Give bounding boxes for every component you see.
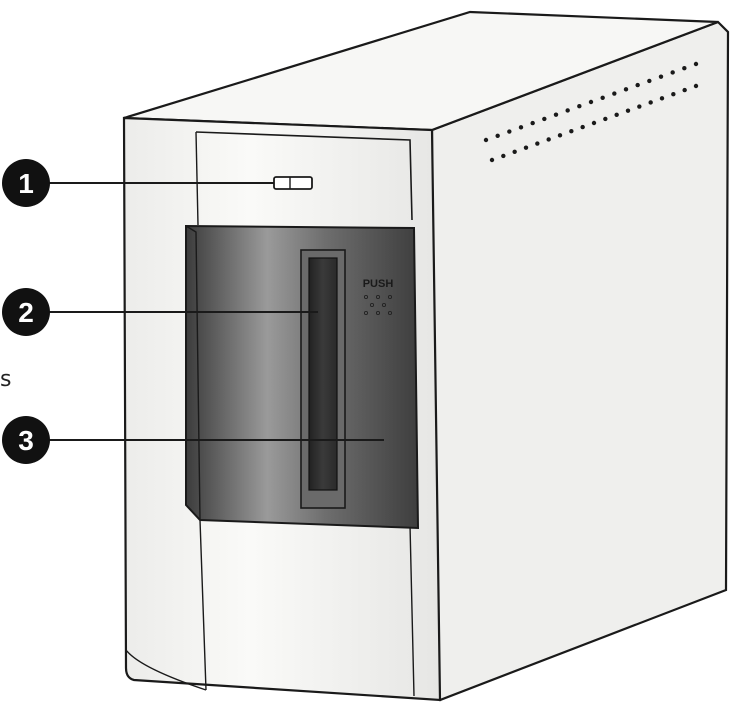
vent-hole (530, 120, 535, 126)
vent-hole (648, 100, 653, 105)
vent-hole (495, 133, 500, 138)
vent-hole (612, 91, 617, 96)
push-dot (375, 310, 381, 316)
vent-hole (647, 78, 652, 84)
vent-hole (671, 92, 676, 97)
push-dot (375, 294, 381, 300)
door-left-edge (185, 225, 201, 521)
vent-hole (625, 108, 631, 113)
edge-text-fragment: s (0, 367, 11, 392)
callout-number-1: 1 (18, 168, 34, 199)
push-dot (387, 310, 393, 316)
front-bezel-left (195, 131, 199, 226)
vent-hole (542, 116, 547, 122)
vent-holes (483, 61, 699, 163)
vent-hole (635, 82, 640, 88)
vent-hole (489, 157, 495, 163)
vent-hole (614, 112, 619, 117)
callout-badge-2: 2 (2, 288, 50, 336)
vent-hole (577, 104, 582, 109)
front-lower-bezel (199, 519, 415, 697)
power-indicator-led (273, 176, 313, 190)
film-insertion-slot (300, 249, 346, 509)
callout-badge-1: 1 (2, 159, 50, 207)
vent-hole (637, 104, 642, 109)
front-bottom-edge (125, 649, 207, 691)
push-dot (381, 302, 387, 308)
vent-hole (588, 99, 594, 105)
device-side-panel (430, 20, 730, 702)
vent-hole (501, 153, 506, 159)
vent-hole (693, 83, 699, 89)
vent-hole (553, 112, 559, 117)
callout-number-2: 2 (18, 297, 34, 328)
vent-hole (580, 124, 585, 130)
vent-hole (565, 108, 570, 113)
vent-hole (670, 70, 675, 75)
vent-hole (518, 125, 524, 130)
vent-hole (682, 66, 687, 71)
vent-hole (569, 129, 574, 134)
vent-hole (603, 116, 608, 122)
callout-number-3: 3 (18, 425, 34, 456)
vent-hole (682, 87, 687, 93)
vent-hole (658, 74, 664, 79)
vent-hole (623, 87, 629, 92)
push-dot (363, 310, 369, 316)
push-dot (363, 294, 369, 300)
vent-hole (546, 137, 551, 142)
push-label: PUSH (363, 278, 394, 290)
front-bezel-line (195, 131, 413, 221)
vent-hole (512, 149, 517, 154)
vent-hole (659, 96, 665, 101)
callout-badge-3: 3 (2, 416, 50, 464)
vent-hole (600, 95, 605, 100)
vent-hole (523, 145, 529, 150)
push-dot (387, 294, 393, 300)
vent-hole (535, 141, 540, 146)
push-dot (369, 302, 375, 308)
vent-hole (693, 61, 699, 67)
vent-hole (507, 129, 512, 134)
vent-hole (557, 133, 563, 138)
vent-hole (591, 120, 597, 126)
push-dot-grid (363, 294, 393, 316)
vent-hole (483, 137, 489, 143)
